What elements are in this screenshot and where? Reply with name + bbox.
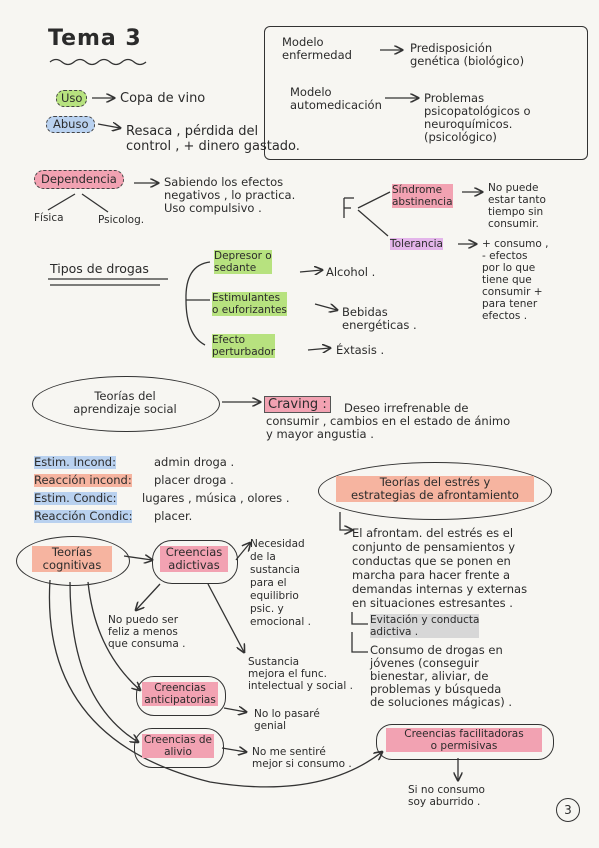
creencias-facilitadoras-label: Creencias facilitadoras o permisivas [386,728,542,752]
creencias-facilitadoras-box [376,724,554,760]
craving-label: Craving : [264,396,331,413]
depresor-example: Alcohol . [326,265,376,279]
teorias-cognitivas-label: Teorías cognitivas [32,546,112,572]
creencias-alivio-label: Creencias de alivio [142,734,214,758]
estimulantes-label: Estimulantes o euforizantes [212,292,287,316]
teorias-estres-text: El afrontam. del estrés es el conjunto d… [352,526,528,610]
si-no-consumo-text: Si no consumo soy aburrido . [408,784,485,808]
reaccion-condic-text: placer. [154,509,193,523]
no-puedo-text: No puedo ser feliz a menos que consuma . [108,614,186,650]
reaccion-incond-label: Reacción incond: [34,473,132,487]
estim-incond-label: Estim. Incond: [34,455,116,469]
perturbador-label: Efecto perturbador [212,334,276,358]
no-pasare-text: No lo pasaré genial [254,708,320,732]
creencias-anticipatorias-label: Creencias anticipatorias [142,682,218,706]
sustancia-text: Sustancia mejora el func. intelectual y … [248,656,353,692]
dependencia-text: Sabiendo los efectos negativos , lo prac… [164,175,296,215]
modelo-automedicacion-label: Modelo automedicación [290,85,382,112]
modelo-enfermedad-label: Modelo enfermedad [282,35,352,62]
estimulantes-example: Bebidas energéticas . [342,305,417,332]
craving-text: Deseo irrefrenable de consumir , cambios… [266,401,511,441]
necesidad-text: Necesidad de la sustancia para el equili… [250,538,311,628]
creencias-adictivas-label: Creencias adictivas [160,546,228,572]
teorias-estres-label: Teorías del estrés y estrategias de afro… [336,476,534,502]
modelo-enfermedad-result: Predisposición genética (biológico) [410,41,525,68]
fisica-label: Física [34,212,64,224]
reaccion-condic-label: Reacción Condic: [34,509,133,523]
modelo-automedicacion-result: Problemas psicopatológicos o neuroquímic… [424,91,531,144]
dependencia-label: Dependencia [34,170,124,189]
consumo-jovenes-text: Consumo de drogas en jóvenes (conseguir … [370,643,513,709]
tolerancia-label: Tolerancia [390,238,443,250]
estim-condic-label: Estim. Condic: [34,491,117,505]
creencias-adictivas-box [152,540,238,584]
abuso-text: Resaca , pérdida del control , + dinero … [126,124,300,154]
estim-incond-text: admin droga . [154,455,235,469]
sindrome-abstinencia-label: Síndrome abstinencia [392,184,453,208]
estim-condic-text: lugares , música , olores . [142,491,290,505]
creencias-anticipatorias-box [136,676,226,716]
teorias-cognitivas-cloud [16,536,130,586]
depresor-label: Depresor o sedante [214,250,272,274]
page-number: 3 [556,798,580,822]
evitacion-text: Evitación y conducta adictiva . [370,614,480,638]
models-box [264,26,588,160]
sindrome-text: No puede estar tanto tiempo sin consumir… [488,182,546,230]
uso-text: Copa de vino [120,91,206,106]
teorias-aprendizaje-label: Teorías del aprendizaje social [73,389,177,416]
perturbador-example: Éxtasis . [336,343,385,357]
no-sentire-text: No me sentiré mejor si consumo . [252,746,352,770]
tolerancia-text: + consumo , - efectos por lo que tiene q… [482,238,549,322]
teorias-aprendizaje-cloud [32,376,220,432]
creencias-alivio-box [134,728,224,768]
uso-label: Uso [56,90,88,107]
tipos-drogas-label: Tipos de drogas [50,261,149,276]
teorias-estres-cloud [318,462,552,520]
psicolog-label: Psicolog. [98,214,145,226]
abuso-label: Abuso [46,116,96,133]
reaccion-incond-text: placer droga . [154,473,234,487]
page-title: Tema 3 [48,26,142,51]
